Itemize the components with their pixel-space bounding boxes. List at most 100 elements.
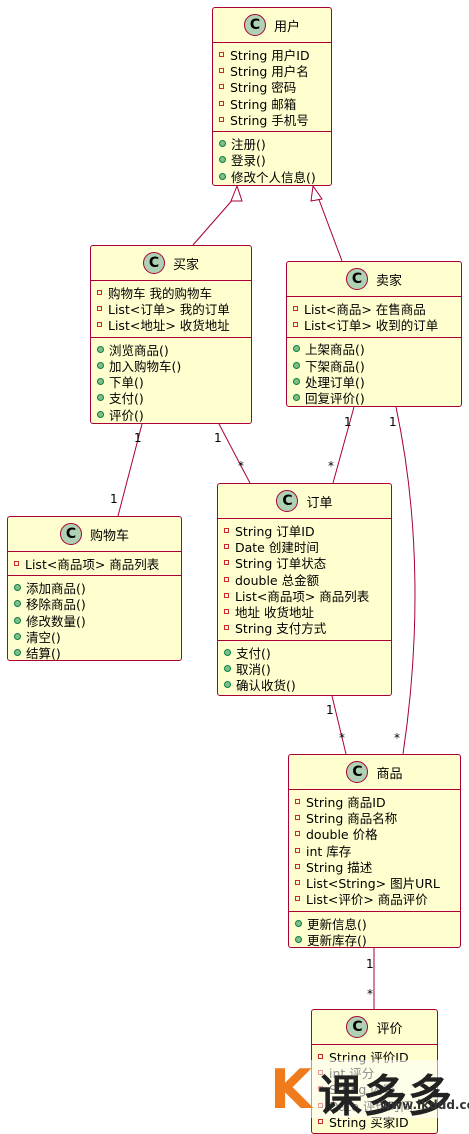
method-text: 更新库存() bbox=[307, 933, 367, 949]
method-text: 确认收货() bbox=[236, 678, 296, 694]
field-text: 地址 收货地址 bbox=[235, 605, 314, 621]
mult-seller-order-seller: 1 bbox=[344, 415, 352, 429]
method-row: 注册() bbox=[219, 135, 325, 153]
field-row: String 用户名 bbox=[219, 62, 325, 79]
private-visibility-icon bbox=[293, 321, 298, 327]
private-visibility-icon bbox=[295, 831, 300, 837]
private-visibility-icon bbox=[219, 67, 224, 73]
field-row: String 商品名称 bbox=[295, 809, 454, 826]
field-row: int 库存 bbox=[295, 842, 454, 859]
private-visibility-icon bbox=[295, 814, 300, 820]
method-text: 上架商品() bbox=[305, 342, 365, 358]
field-text: List<评价> 商品评价 bbox=[306, 892, 428, 908]
watermark-logo: K 课多多 www.ikddd.com bbox=[268, 1058, 469, 1122]
class-name: 购物车 bbox=[89, 528, 129, 544]
field-text: 购物车 我的购物车 bbox=[108, 285, 212, 301]
field-row: List<商品项> 商品列表 bbox=[14, 555, 175, 572]
mult-product-review-review: * bbox=[367, 987, 373, 1001]
class-stereotype-icon: C bbox=[142, 252, 165, 274]
class-header: C 买家 bbox=[91, 246, 251, 281]
private-visibility-icon bbox=[224, 543, 229, 549]
mult-seller-product-seller: 1 bbox=[389, 415, 397, 429]
field-row: String 商品ID bbox=[295, 793, 454, 810]
method-row: 支付() bbox=[97, 390, 245, 406]
class-stereotype-icon: C bbox=[345, 268, 368, 290]
public-visibility-icon bbox=[97, 361, 104, 369]
private-visibility-icon bbox=[97, 322, 102, 328]
method-row: 取消() bbox=[224, 660, 385, 677]
method-row: 确认收货() bbox=[224, 677, 385, 693]
method-text: 更新信息() bbox=[307, 916, 367, 932]
public-visibility-icon bbox=[224, 648, 231, 656]
association-order-product bbox=[331, 695, 347, 755]
public-visibility-icon bbox=[224, 665, 231, 673]
class-name: 商品 bbox=[376, 766, 403, 782]
field-row: double 价格 bbox=[295, 826, 454, 842]
field-text: double 总金额 bbox=[235, 572, 320, 588]
method-text: 下架商品() bbox=[305, 358, 365, 374]
method-row: 下单() bbox=[97, 373, 245, 390]
private-visibility-icon bbox=[295, 896, 300, 902]
field-text: List<订单> 我的订单 bbox=[108, 301, 230, 317]
field-text: String 支付方式 bbox=[235, 621, 327, 637]
field-text: String 邮箱 bbox=[230, 96, 297, 112]
inheritance-buyer-user bbox=[192, 184, 243, 246]
private-visibility-icon bbox=[219, 100, 224, 106]
public-visibility-icon bbox=[14, 583, 21, 591]
field-row: 地址 收货地址 bbox=[224, 603, 385, 621]
method-text: 修改个人信息() bbox=[231, 169, 316, 185]
field-text: String 手机号 bbox=[230, 112, 309, 128]
mult-seller-order-order: * bbox=[328, 459, 334, 473]
mult-buyer-cart-cart: 1 bbox=[110, 492, 118, 506]
method-row: 修改数量() bbox=[14, 612, 175, 629]
field-row: List<String> 图片URL bbox=[295, 874, 454, 891]
private-visibility-icon bbox=[219, 51, 224, 57]
field-row: List<商品> 在售商品 bbox=[293, 300, 455, 317]
field-text: String 商品名称 bbox=[306, 810, 398, 826]
private-visibility-icon bbox=[224, 527, 229, 533]
method-text: 加入购物车() bbox=[109, 358, 182, 374]
method-text: 注册() bbox=[231, 137, 266, 153]
class-name: 用户 bbox=[273, 19, 300, 35]
method-row: 回复评价() bbox=[293, 389, 455, 406]
field-row: String 用户ID bbox=[219, 46, 325, 63]
method-row: 清空() bbox=[14, 628, 175, 645]
method-row: 更新库存() bbox=[295, 931, 454, 949]
private-visibility-icon bbox=[295, 798, 300, 804]
field-text: String 描述 bbox=[306, 859, 373, 875]
method-row: 下架商品() bbox=[293, 357, 455, 374]
private-visibility-icon bbox=[295, 863, 300, 869]
public-visibility-icon bbox=[97, 345, 104, 353]
field-text: List<订单> 收到的订单 bbox=[304, 317, 439, 333]
private-visibility-icon bbox=[224, 576, 229, 582]
class-methods: 支付()取消()确认收货() bbox=[218, 640, 391, 697]
mult-order-product-product: * bbox=[339, 731, 345, 745]
field-text: String 订单状态 bbox=[235, 556, 327, 572]
public-visibility-icon bbox=[295, 919, 302, 927]
watermark-url: www.ikddd.com bbox=[380, 1098, 469, 1112]
field-text: double 价格 bbox=[306, 827, 378, 843]
class-name: 买家 bbox=[172, 257, 199, 273]
public-visibility-icon bbox=[14, 632, 21, 640]
field-row: double 总金额 bbox=[224, 571, 385, 588]
field-text: Date 创建时间 bbox=[235, 539, 319, 555]
method-row: 添加商品() bbox=[14, 579, 175, 596]
method-text: 清空() bbox=[26, 629, 61, 645]
class-fields: List<商品项> 商品列表 bbox=[8, 552, 181, 575]
private-visibility-icon bbox=[318, 1053, 323, 1059]
private-visibility-icon bbox=[219, 84, 224, 90]
method-text: 支付() bbox=[109, 391, 144, 407]
class-methods: 浏览商品()加入购物车()下单()支付()评价() bbox=[91, 336, 251, 426]
mult-product-review-product: 1 bbox=[366, 957, 374, 971]
class-methods: 添加商品()移除商品()修改数量()清空()结算() bbox=[8, 575, 181, 664]
